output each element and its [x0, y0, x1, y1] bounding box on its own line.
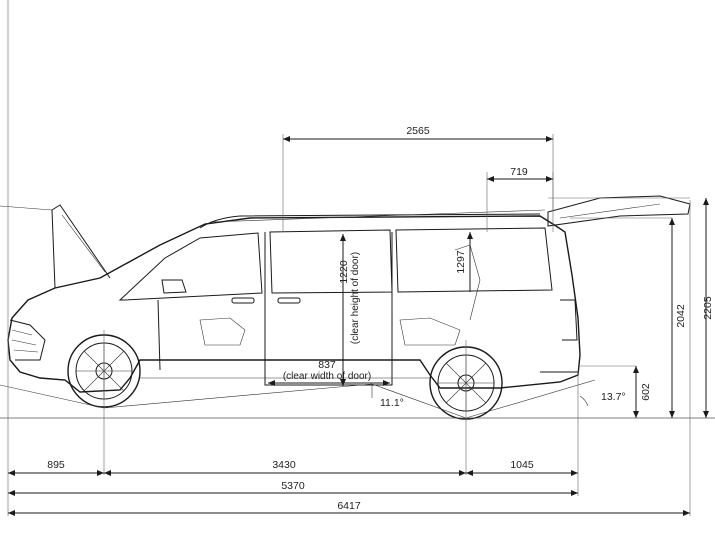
- van-body-outline: [0, 204, 715, 419]
- dim-departure-angle: 13.7°: [601, 391, 626, 403]
- dim-length-with-tailgate: 6417: [337, 500, 361, 512]
- dimension-lines: [7, 136, 709, 516]
- dim-rear-sill-height: 602: [640, 383, 652, 401]
- dim-door-clear-width: 837: [318, 359, 336, 371]
- dim-wheelbase: 3430: [272, 459, 296, 471]
- dim-door-clear-height-note: (clear height of door): [350, 252, 361, 344]
- extension-lines: [0, 0, 715, 516]
- dim-door-clear-width-note: (clear width of door): [283, 371, 371, 382]
- dim-ramp-angle: 11.1°: [380, 397, 404, 409]
- dim-door-clear-height: 1220: [338, 260, 350, 284]
- dim-height-closed: 2042: [675, 304, 687, 328]
- tailgate-open-outline: [547, 195, 691, 227]
- angle-lines: [0, 379, 596, 419]
- dim-overall-length: 5370: [281, 480, 305, 492]
- dim-front-overhang: 895: [47, 459, 65, 471]
- dim-tailgate-overhang: 719: [510, 166, 528, 178]
- dim-height-tailgate-open: 2205: [702, 296, 714, 320]
- dim-rear-overhang: 1045: [510, 459, 534, 471]
- dim-interior-length: 2565: [406, 125, 430, 137]
- dim-rear-height: 1297: [455, 250, 467, 274]
